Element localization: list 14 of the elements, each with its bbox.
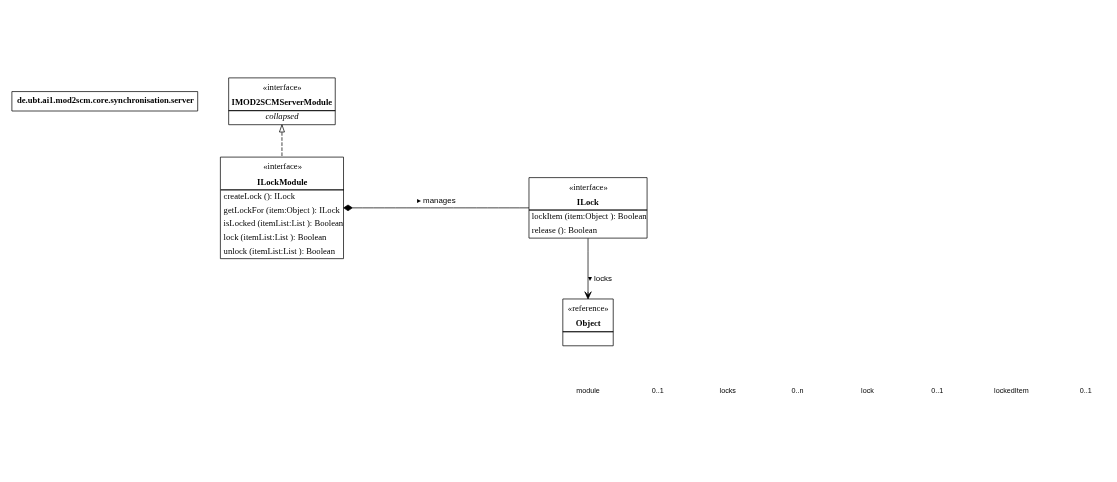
arrow [279, 124, 285, 158]
arrow [584, 237, 592, 300]
label: locks [719, 385, 736, 395]
edge-label: ▾ locks [587, 273, 613, 283]
label: lock [861, 385, 874, 395]
label: 0..1 [1079, 385, 1092, 395]
label: module [576, 385, 600, 395]
label: lockedItem [994, 385, 1029, 395]
label: 0..1 [651, 385, 664, 395]
edge-label: ▸ manages [416, 196, 456, 206]
label: 0..1 [931, 385, 944, 395]
connector [343, 204, 530, 212]
node-box: de.ubt.ai1.mod2scm.core.synchronisation.server [11, 91, 199, 112]
label: 0..n [791, 385, 804, 395]
